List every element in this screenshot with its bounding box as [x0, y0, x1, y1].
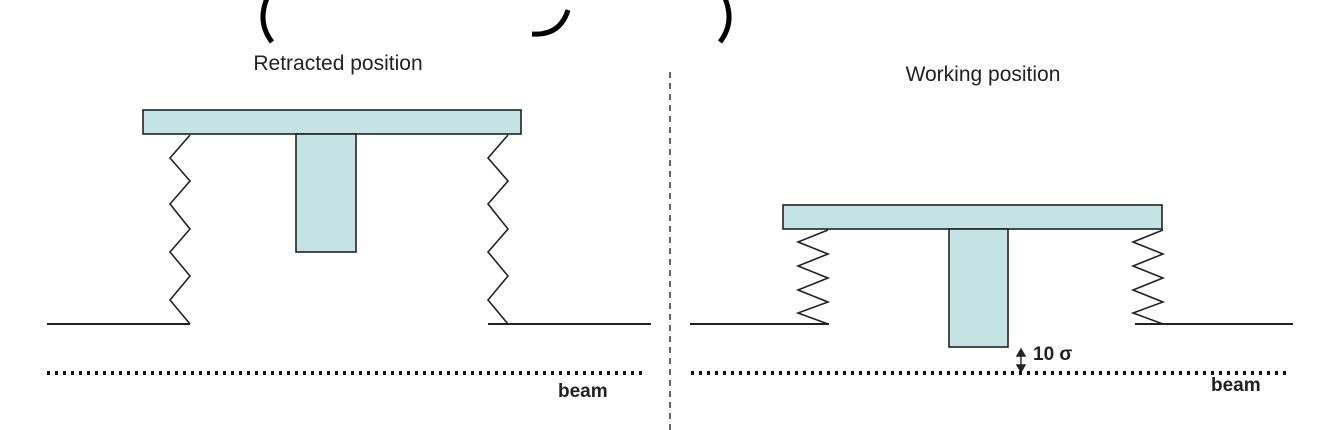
- retracted-stem: [295, 133, 357, 253]
- retracted-spring-left: [168, 134, 192, 325]
- working-beam-label: beam: [1211, 375, 1261, 396]
- retracted-panel: Retracted position beam: [47, 52, 651, 402]
- gap-arrow: [1015, 347, 1027, 374]
- heading-open-paren: [260, 0, 275, 44]
- heading-close-paren: [717, 0, 732, 44]
- working-panel: Working position 10 σ beam: [690, 63, 1293, 396]
- working-stem: [948, 228, 1009, 348]
- cropped-heading: [260, 0, 732, 44]
- working-spring-left: [795, 229, 831, 325]
- working-spring-right: [1130, 229, 1166, 325]
- retracted-beam-label: beam: [558, 381, 608, 402]
- gap-label: 10 σ: [1033, 344, 1072, 365]
- retracted-spring-right: [486, 134, 510, 325]
- working-plate: [782, 204, 1163, 230]
- retracted-plate: [142, 109, 522, 135]
- retracted-title: Retracted position: [253, 52, 422, 75]
- heading-glyph-descender: [531, 9, 571, 37]
- working-title: Working position: [906, 63, 1061, 86]
